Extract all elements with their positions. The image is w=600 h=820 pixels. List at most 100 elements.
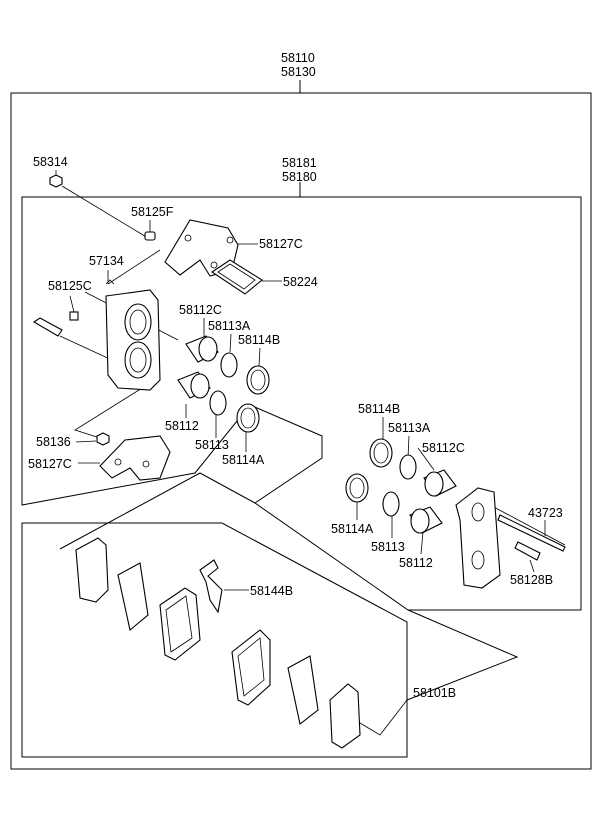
leader-58125C	[69, 295, 75, 313]
bracket-lower-icon	[99, 435, 171, 481]
label-57134: 57134	[89, 254, 124, 268]
r-boot-b-inner-icon	[373, 442, 389, 464]
shim-outer-left-icon	[75, 537, 109, 603]
boot-upper-outer-icon	[246, 365, 270, 395]
label-58114B-upper: 58114B	[238, 333, 280, 347]
leader-58113A-upper	[229, 333, 232, 353]
bracket-hole-icon	[142, 460, 150, 468]
shim-inner-left-icon	[117, 562, 149, 632]
leader-58136	[75, 440, 97, 443]
caliper-housing-right	[345, 438, 566, 589]
label-58136: 58136	[36, 435, 71, 449]
label-58113A-upper: 58113A	[208, 319, 251, 333]
pad-left-lining-icon	[165, 595, 193, 653]
leader-lines	[55, 170, 566, 736]
label-58101B: 58101B	[413, 686, 456, 700]
leader-58314	[61, 185, 149, 239]
label-58130: 58130	[281, 65, 316, 79]
bleeder-screw-icon	[144, 231, 156, 241]
nut-icon	[96, 432, 110, 446]
label-58180: 58180	[282, 170, 317, 184]
r-seal-icon	[382, 491, 400, 517]
pad-left-icon	[159, 587, 201, 661]
guide-bolt-icon	[32, 317, 63, 337]
r-piston-face-icon	[410, 508, 430, 534]
leader-58113A-right	[407, 435, 410, 459]
label-58112C-right: 58112C	[422, 441, 465, 455]
seal-upper-icon	[220, 352, 238, 378]
label-58114B-right: 58114B	[358, 402, 400, 416]
label-58110: 58110	[281, 51, 315, 65]
shim-clip-icon	[199, 559, 223, 614]
guide-bolt-right-icon	[514, 541, 541, 561]
bore-inner-icon	[129, 347, 147, 373]
seal-lower-icon	[209, 390, 227, 416]
gasket-icon	[211, 259, 263, 295]
leader-58112-right	[420, 531, 424, 555]
bolt-icon	[69, 311, 79, 321]
piston-bore-lower-icon	[124, 341, 152, 379]
bracket-hole-icon	[226, 236, 234, 244]
boot-lower-outer-icon	[236, 403, 260, 433]
label-58127C-upper: 58127C	[259, 237, 303, 251]
piston-set-left	[177, 335, 270, 433]
piston-lower-face-icon	[190, 373, 210, 399]
label-58113A-right: 58113A	[388, 421, 431, 435]
group-connector-right	[406, 609, 519, 701]
label-58314: 58314	[33, 155, 68, 169]
bracket-hole-icon	[114, 458, 122, 466]
boot-upper-inner-icon	[250, 369, 266, 391]
label-58224: 58224	[283, 275, 318, 289]
r-boot-a-inner-icon	[349, 477, 365, 499]
r-body-hole-icon	[471, 502, 485, 522]
label-58112-right: 58112	[399, 556, 433, 570]
shim-outer-right-icon	[329, 683, 361, 749]
r-seal-a-icon	[399, 454, 417, 480]
label-58125F: 58125F	[131, 205, 174, 219]
pad-right-lining-icon	[237, 637, 265, 697]
labels: 58110 58130 58181 58180 58314 58125F 581…	[28, 51, 563, 700]
gasket-inner-icon	[217, 263, 256, 290]
piston-bore-upper-icon	[124, 303, 152, 341]
label-43723: 43723	[528, 506, 563, 520]
label-58144B: 58144B	[250, 584, 293, 598]
pad-kit-group	[75, 537, 361, 749]
guide-right-line	[489, 504, 566, 546]
label-58181: 58181	[282, 156, 317, 170]
pin-bolt-icon	[497, 514, 566, 552]
leader-57134-b	[107, 249, 161, 285]
clip-icon	[105, 279, 115, 285]
boot-lower-inner-icon	[240, 407, 256, 429]
label-58125C: 58125C	[48, 279, 92, 293]
bracket-hole-icon	[210, 261, 218, 269]
leader-58101B	[354, 699, 408, 736]
r-caliper-body-icon	[455, 487, 501, 589]
caliper-assembly-frame	[21, 196, 582, 611]
label-58112C-upper: 58112C	[179, 303, 222, 317]
leader-58114B-upper	[258, 347, 261, 367]
label-58112-left: 58112	[165, 419, 199, 433]
shim-inner-right-icon	[287, 655, 319, 725]
r-boot-a-outer-icon	[345, 473, 369, 503]
guide-lower-line	[74, 379, 156, 439]
bore-inner-icon	[129, 309, 147, 335]
label-58114A-left: 58114A	[222, 453, 265, 467]
r-body-hole-icon	[471, 550, 485, 570]
pad-right-icon	[231, 629, 271, 706]
r-piston-c-face-icon	[424, 471, 444, 497]
pad-kit-frame	[21, 522, 408, 758]
outer-assembly-frame	[10, 92, 592, 770]
caliper-housing-left	[32, 174, 263, 391]
bracket-hole-icon	[184, 234, 192, 242]
group-connector-left	[59, 472, 256, 550]
label-58127C-lower: 58127C	[28, 457, 72, 471]
label-58113-left: 58113	[195, 438, 229, 452]
bleeder-cap-icon	[49, 174, 63, 188]
label-58114A-right: 58114A	[331, 522, 374, 536]
leader-58128B	[529, 559, 535, 573]
label-58113-right: 58113	[371, 540, 405, 554]
piston-upper-face-icon	[198, 336, 218, 362]
leader-58112C-right	[417, 447, 435, 471]
r-boot-b-outer-icon	[369, 438, 393, 468]
